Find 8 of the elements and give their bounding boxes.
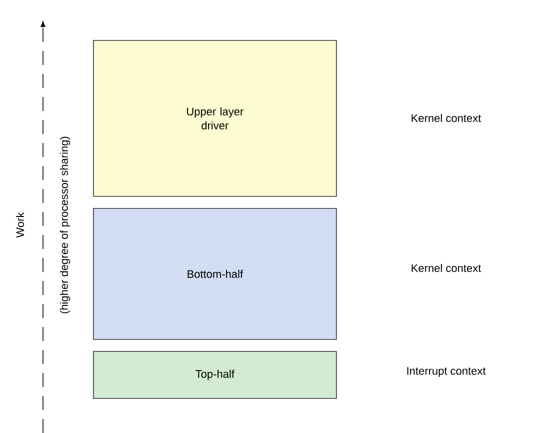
context-label: Interrupt context [407,367,486,377]
context-label: Kernel context [412,264,482,272]
layer-box: Bottom-half [93,208,337,340]
layer-box: Top-half [93,351,337,399]
context-label: Kernel context [412,114,482,122]
layer-box: Upper layer driver [93,40,337,197]
axis-label: (higher degree of processor sharing) [60,136,70,314]
axis-label: Work [16,212,24,238]
